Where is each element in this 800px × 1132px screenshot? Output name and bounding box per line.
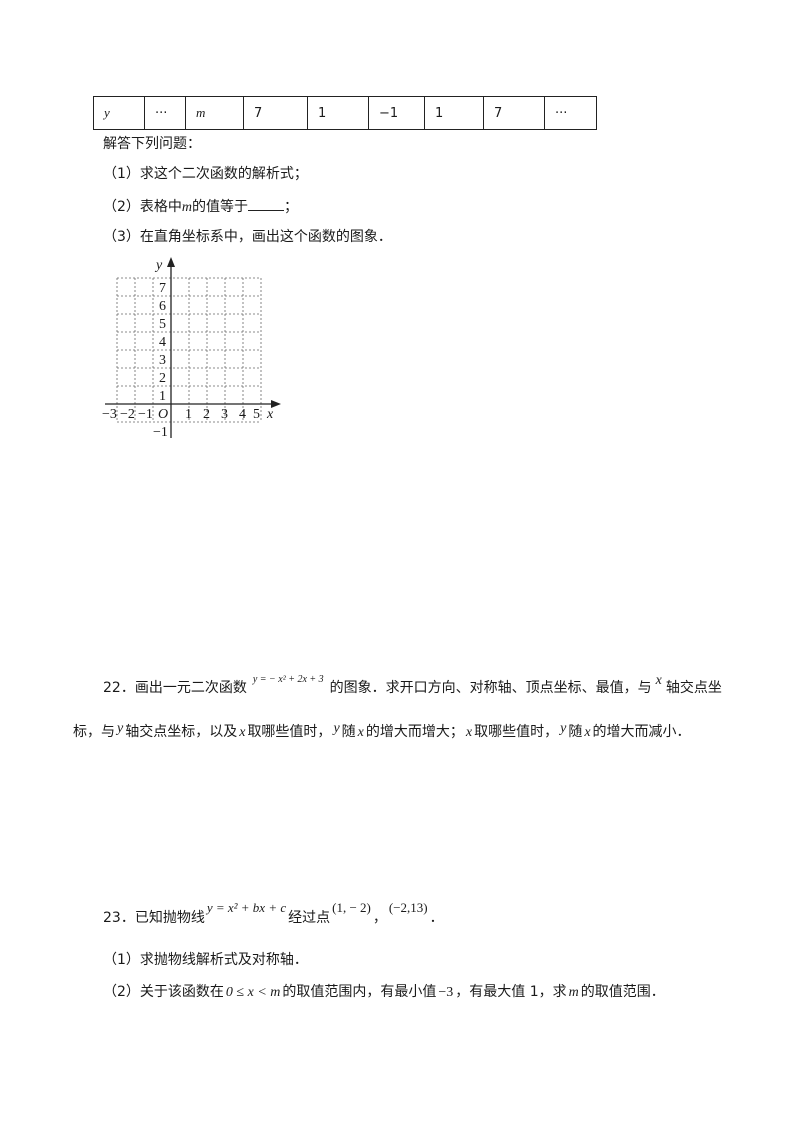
y-tick-label: 2 bbox=[159, 371, 166, 386]
answer-blank[interactable] bbox=[248, 196, 285, 211]
x-tick-label: −3 bbox=[102, 407, 117, 422]
q23-formula: y = x² + bx + c bbox=[206, 900, 287, 915]
q21-part2: （2）表格中m的值等于； bbox=[103, 196, 298, 218]
y-tick-label: 6 bbox=[159, 299, 166, 314]
q23-line1: 23．已知抛物线y = x² + bx + c经过点(1, − 2)，(−2,1… bbox=[103, 900, 444, 926]
x-axis-arrow-icon bbox=[271, 400, 281, 408]
y-axis-label: y bbox=[154, 258, 163, 273]
q22-line1: 22．画出一元二次函数y = − x² + 2x + 3的图象．求开口方向、对称… bbox=[103, 673, 722, 696]
y-tick-label: 7 bbox=[159, 281, 166, 296]
table-cell: 1 bbox=[307, 96, 369, 130]
q21-part1: （1）求这个二次函数的解析式； bbox=[103, 166, 308, 182]
x-tick-label: 2 bbox=[203, 407, 210, 422]
table-cell: 1 bbox=[424, 96, 484, 130]
x-tick-label: 1 bbox=[185, 407, 192, 422]
coordinate-grid: y x O 7 6 5 4 3 2 1 −1 −3 −2 −1 1 2 3 4 … bbox=[102, 257, 281, 440]
y-tick-label: 4 bbox=[159, 335, 166, 350]
table-cell: −1 bbox=[368, 96, 425, 130]
y-tick-label: 5 bbox=[159, 317, 166, 332]
table-cell: 7 bbox=[483, 96, 545, 130]
y-tick-label: −1 bbox=[153, 425, 168, 440]
q23-part1: （1）求抛物线解析式及对称轴． bbox=[103, 952, 308, 968]
x-tick-label: 5 bbox=[253, 407, 260, 422]
intro-text: 解答下列问题： bbox=[103, 136, 201, 152]
table-cell: y bbox=[93, 96, 145, 130]
table-cell: m bbox=[185, 96, 244, 130]
table-row: y ··· m 7 1 −1 1 7 ··· bbox=[93, 96, 597, 130]
y-tick-label: 3 bbox=[159, 353, 166, 368]
x-axis-label: x bbox=[266, 407, 274, 422]
x-tick-label: −2 bbox=[120, 407, 135, 422]
values-table: y ··· m 7 1 −1 1 7 ··· bbox=[93, 96, 597, 130]
table-cell: 7 bbox=[243, 96, 308, 130]
x-tick-label: −1 bbox=[138, 407, 153, 422]
x-tick-label: 4 bbox=[239, 407, 246, 422]
y-axis-arrow-icon bbox=[167, 257, 175, 267]
table-cell: ··· bbox=[544, 96, 597, 130]
q22-formula: y = − x² + 2x + 3 bbox=[252, 674, 324, 685]
origin-label: O bbox=[158, 407, 168, 422]
x-tick-label: 3 bbox=[221, 407, 228, 422]
grid-lines bbox=[116, 277, 262, 423]
q21-part3: （3）在直角坐标系中，画出这个函数的图象． bbox=[103, 229, 392, 245]
y-tick-label: 1 bbox=[159, 389, 166, 404]
table-cell: ··· bbox=[144, 96, 186, 130]
